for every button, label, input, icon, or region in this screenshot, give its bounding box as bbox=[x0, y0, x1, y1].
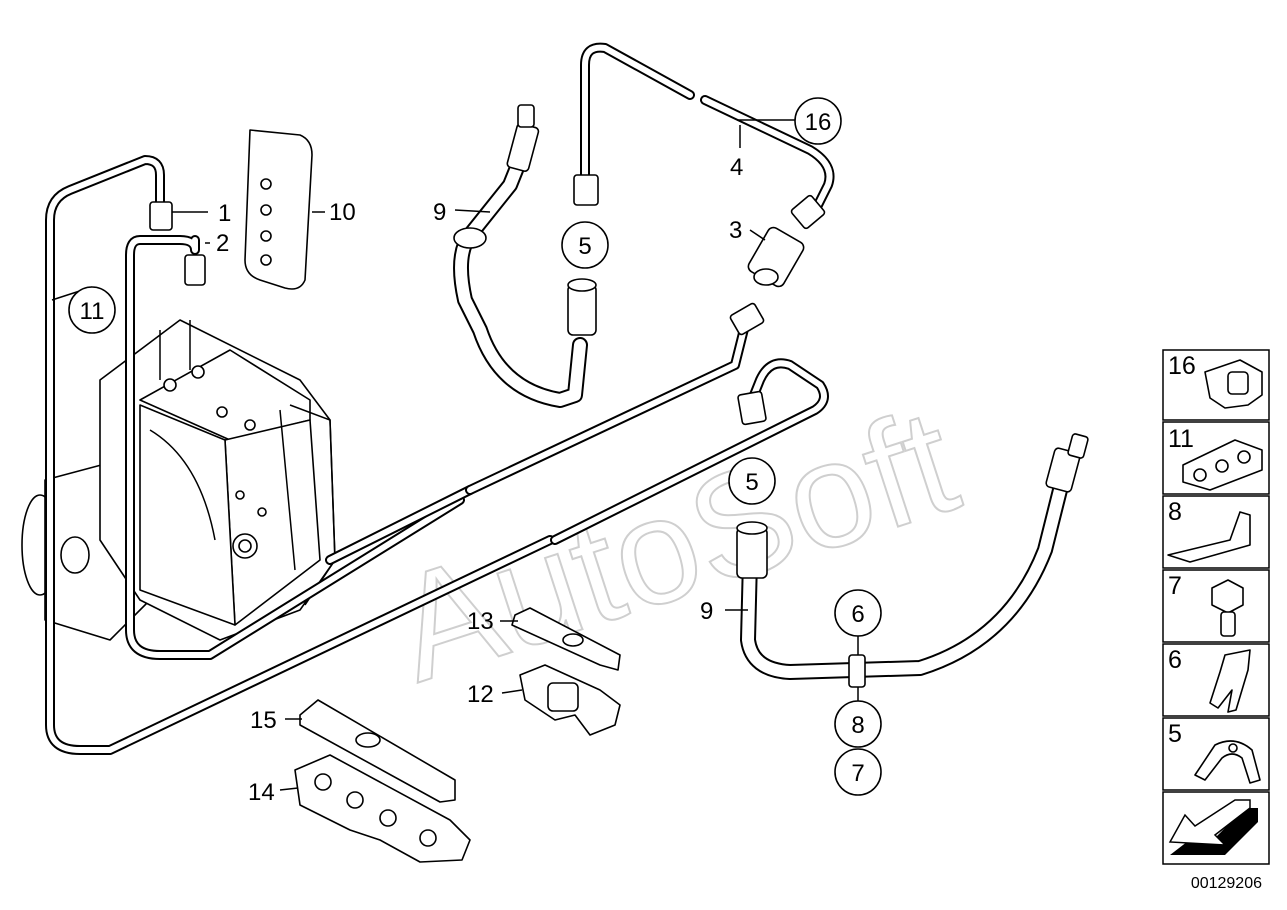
svg-text:16: 16 bbox=[1168, 352, 1196, 380]
parts-panel-cell-8[interactable]: 8 bbox=[1162, 495, 1270, 569]
bracket-icon bbox=[1167, 511, 1251, 563]
svg-text:6: 6 bbox=[1168, 646, 1182, 674]
holder-14 bbox=[294, 754, 471, 863]
callout-11: 11 bbox=[68, 286, 116, 334]
spring-clip-icon bbox=[1209, 649, 1251, 713]
parts-panel-cell-7[interactable]: 7 bbox=[1162, 569, 1270, 643]
callout-9b: 9 bbox=[700, 598, 713, 625]
callout-14: 14 bbox=[248, 779, 275, 806]
callout-13: 13 bbox=[467, 608, 494, 635]
svg-text:7: 7 bbox=[1168, 572, 1182, 600]
clamp-bracket-icon bbox=[1194, 740, 1261, 784]
triple-pipe-holder-icon bbox=[1182, 439, 1263, 491]
callout-9a: 9 bbox=[433, 199, 446, 226]
callout-10: 10 bbox=[329, 199, 356, 226]
holder-13 bbox=[511, 607, 621, 671]
parts-panel-nav-cell[interactable] bbox=[1162, 791, 1270, 865]
svg-text:8: 8 bbox=[851, 712, 864, 739]
abs-unit bbox=[21, 319, 336, 641]
brake-pipe-upper bbox=[573, 42, 835, 288]
callout-7: 7 bbox=[834, 748, 882, 796]
callout-4: 4 bbox=[730, 154, 743, 181]
callout-12: 12 bbox=[467, 681, 494, 708]
holder-15 bbox=[299, 699, 456, 803]
bolt-icon bbox=[1211, 579, 1244, 637]
callout-6: 6 bbox=[834, 589, 882, 637]
svg-text:5: 5 bbox=[578, 233, 591, 260]
diagram-number: 00129206 bbox=[1191, 875, 1262, 892]
arrow-back-icon bbox=[1168, 799, 1258, 855]
svg-text:16: 16 bbox=[805, 109, 832, 136]
callout-5a: 5 bbox=[561, 221, 609, 269]
holder-12 bbox=[519, 664, 621, 736]
parts-panel-cell-5[interactable]: 5 bbox=[1162, 717, 1270, 791]
svg-text:5: 5 bbox=[745, 469, 758, 496]
parts-panel: 16 11 8 7 bbox=[1162, 349, 1270, 865]
brake-hose-right bbox=[736, 433, 1089, 688]
svg-text:11: 11 bbox=[80, 298, 105, 325]
brake-pipes-abs bbox=[45, 155, 829, 755]
svg-text:11: 11 bbox=[1168, 425, 1194, 453]
parts-panel-cell-11[interactable]: 11 bbox=[1162, 421, 1270, 495]
svg-text:5: 5 bbox=[1168, 720, 1182, 748]
svg-text:8: 8 bbox=[1168, 498, 1182, 526]
callout-2: 2 bbox=[216, 230, 229, 257]
bracket-10 bbox=[244, 129, 313, 290]
pipe-clip-icon bbox=[1204, 359, 1263, 409]
parts-panel-cell-6[interactable]: 6 bbox=[1162, 643, 1270, 717]
parts-panel-cell-16[interactable]: 16 bbox=[1162, 349, 1270, 421]
callout-1: 1 bbox=[218, 200, 231, 227]
callout-16: 16 bbox=[794, 97, 842, 145]
brake-hose-upper bbox=[453, 104, 597, 408]
callout-3: 3 bbox=[729, 217, 742, 244]
svg-text:6: 6 bbox=[851, 601, 864, 628]
callout-5b: 5 bbox=[728, 457, 776, 505]
callout-8: 8 bbox=[834, 700, 882, 748]
svg-text:7: 7 bbox=[851, 760, 864, 787]
callout-15: 15 bbox=[250, 707, 277, 734]
